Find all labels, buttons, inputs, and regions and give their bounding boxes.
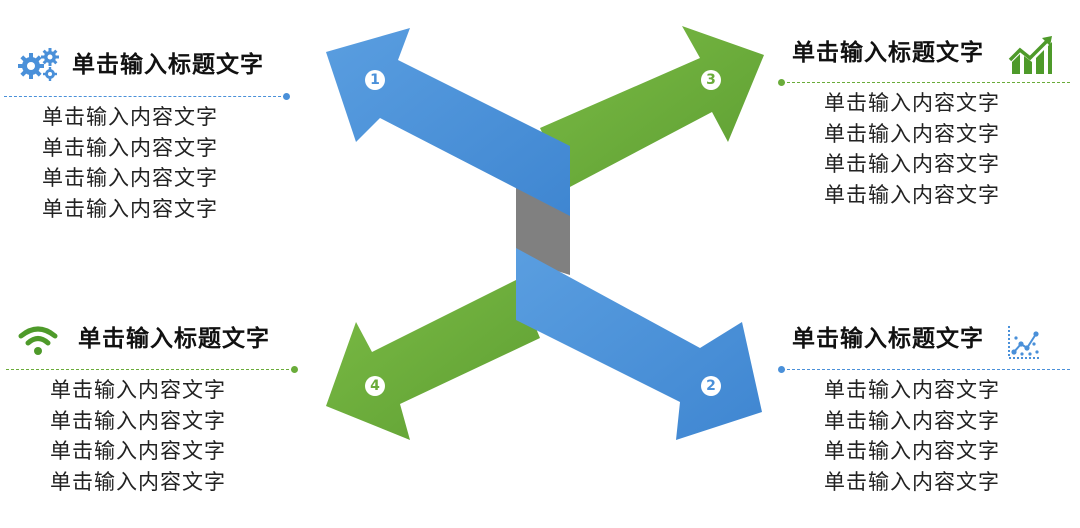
- content-line: 单击输入内容文字: [824, 91, 1000, 115]
- content-line: 单击输入内容文字: [824, 182, 1000, 207]
- scatter-chart-icon: [1008, 326, 1040, 359]
- content-line: 单击输入内容文字: [824, 152, 1000, 176]
- content-line: 单击输入内容文字: [50, 408, 226, 433]
- divider-bottom-left: [6, 369, 294, 370]
- content-line: 单击输入内容文字: [42, 196, 218, 221]
- gears-icon: [18, 48, 59, 81]
- arrow-2-blue: [516, 248, 762, 440]
- content-line: 单击输入内容文字: [42, 135, 218, 160]
- divider-bottom-right: [782, 369, 1070, 370]
- arrow-3-green: [540, 26, 764, 188]
- content-line: 单击输入内容文字: [50, 469, 226, 494]
- content-line: 单击输入内容文字: [824, 469, 1000, 494]
- number-badge-1: 1: [365, 70, 385, 90]
- content-line: 单击输入内容文字: [824, 378, 1000, 402]
- divider-dot-top-left: [283, 93, 290, 100]
- divider-top-right: [782, 82, 1070, 83]
- content-line: 单击输入内容文字: [824, 121, 1000, 146]
- divider-top-left: [4, 96, 286, 97]
- title-bottom-left: 单击输入标题文字: [78, 325, 270, 352]
- wifi-icon: [18, 326, 58, 355]
- divider-dot-bottom-left: [291, 366, 298, 373]
- arrow-1-blue: [326, 28, 570, 216]
- content-line: 单击输入内容文字: [824, 439, 1000, 463]
- content-line: 单击输入内容文字: [50, 439, 226, 463]
- title-top-right: 单击输入标题文字: [792, 39, 984, 66]
- growth-chart-icon: [1008, 36, 1052, 74]
- content-line: 单击输入内容文字: [42, 105, 218, 129]
- content-line: 单击输入内容文字: [50, 378, 226, 402]
- divider-dot-bottom-right: [778, 366, 785, 373]
- content-bottom-left: 单击输入内容文字 单击输入内容文字 单击输入内容文字 单击输入内容文字: [50, 375, 226, 497]
- arrow-4-green: [326, 280, 540, 440]
- number-badge-3: 3: [701, 70, 721, 90]
- content-line: 单击输入内容文字: [824, 408, 1000, 433]
- content-line: 单击输入内容文字: [42, 166, 218, 190]
- divider-dot-top-right: [778, 79, 785, 86]
- number-badge-2: 2: [701, 376, 721, 396]
- content-bottom-right: 单击输入内容文字 单击输入内容文字 单击输入内容文字 单击输入内容文字: [824, 375, 1000, 497]
- title-bottom-right: 单击输入标题文字: [792, 325, 984, 352]
- title-top-left: 单击输入标题文字: [72, 51, 264, 78]
- number-badge-4: 4: [365, 376, 385, 396]
- content-top-right: 单击输入内容文字 单击输入内容文字 单击输入内容文字 单击输入内容文字: [824, 88, 1000, 210]
- content-top-left: 单击输入内容文字 单击输入内容文字 单击输入内容文字 单击输入内容文字: [42, 102, 218, 224]
